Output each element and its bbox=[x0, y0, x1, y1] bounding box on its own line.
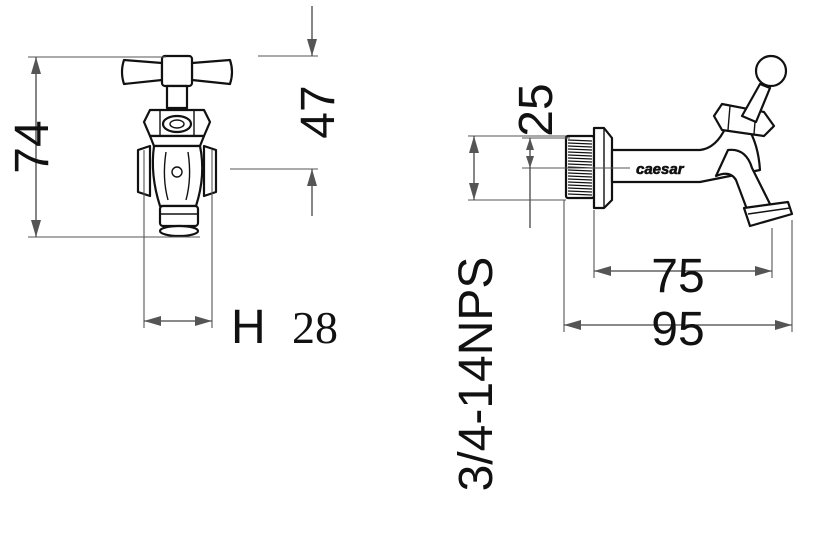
outlet-offset-dimension: 25 bbox=[510, 83, 630, 228]
handle-height-label: 47 bbox=[292, 85, 345, 138]
width-dimension: H 28 bbox=[143, 150, 338, 354]
front-view bbox=[120, 54, 234, 238]
faucet-body-front bbox=[136, 144, 218, 208]
total-length-label: 95 bbox=[651, 303, 704, 356]
thread-label: 3/4-14NPS bbox=[450, 257, 503, 492]
handle-height-dimension: 47 bbox=[230, 6, 345, 216]
total-length-dimension: 95 bbox=[563, 200, 793, 356]
width-label: 28 bbox=[292, 302, 338, 353]
spout-length-label: 75 bbox=[651, 250, 704, 303]
outlet-offset-label: 25 bbox=[510, 83, 563, 136]
spout-body: caesar bbox=[610, 120, 794, 228]
width-prefix: H bbox=[231, 301, 266, 354]
outlet-front bbox=[158, 204, 200, 238]
brand-mark: caesar bbox=[636, 161, 685, 178]
height-label: 74 bbox=[6, 120, 59, 173]
threaded-inlet bbox=[564, 126, 614, 210]
spout-length-dimension: 75 bbox=[593, 210, 773, 303]
thread-dimension: 3/4-14NPS bbox=[450, 135, 566, 492]
height-dimension: 74 bbox=[6, 56, 200, 238]
side-view: caesar bbox=[564, 54, 794, 228]
bonnet-nut bbox=[142, 108, 212, 148]
side-handle bbox=[712, 54, 788, 138]
cross-handle bbox=[120, 54, 234, 110]
